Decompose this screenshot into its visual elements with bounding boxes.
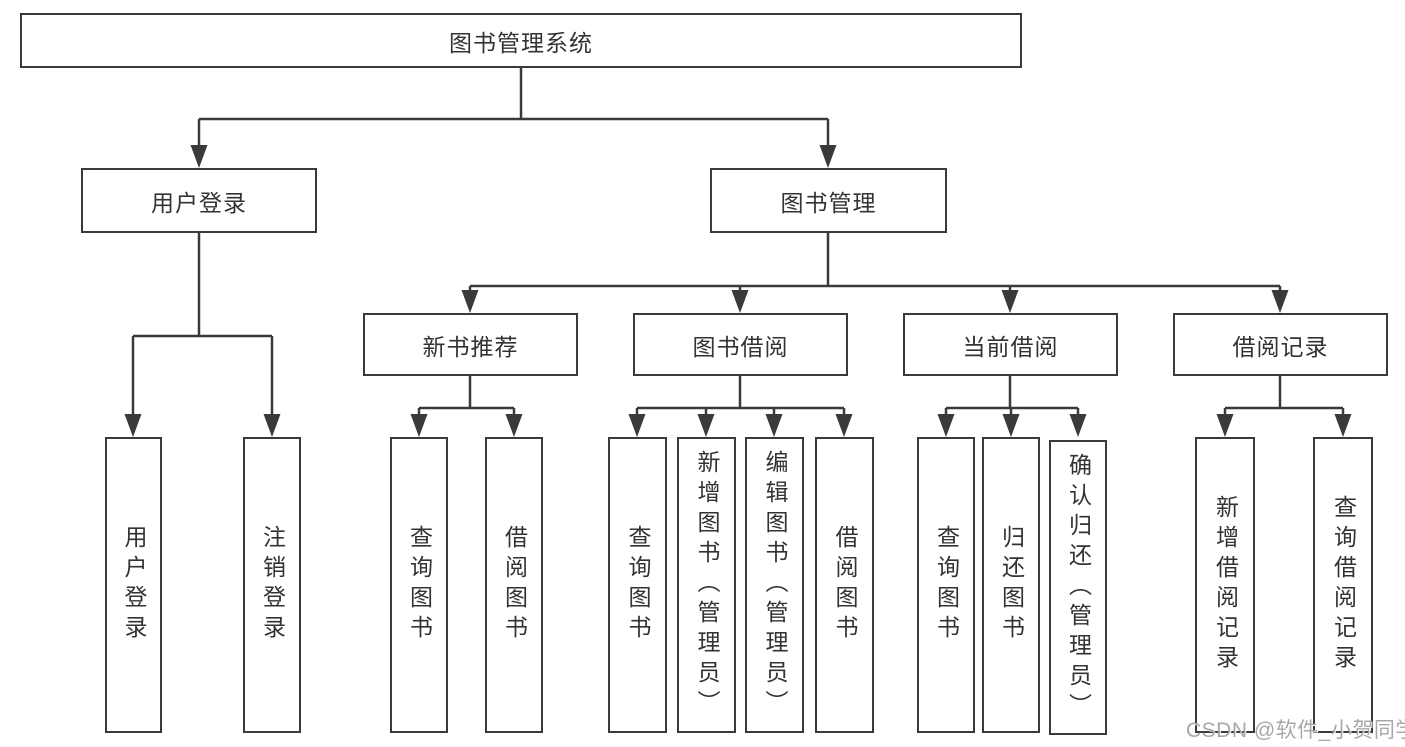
arrow-down-icon [1001, 290, 1019, 313]
arrowheads [124, 145, 1352, 437]
arrow-down-icon [1334, 414, 1352, 437]
leaf-borrow-books-recommend: 借阅图书 [485, 437, 543, 733]
arrow-down-icon [1216, 414, 1234, 437]
leaf-edit-books-admin: 编辑图书（管理员） [745, 437, 804, 733]
arrow-down-icon [731, 290, 749, 313]
node-book-borrowing: 图书借阅 [633, 313, 848, 376]
leaf-logout: 注销登录 [243, 437, 301, 733]
arrow-down-icon [937, 414, 955, 437]
leaf-confirm-return-admin: 确认归还（管理员） [1049, 440, 1107, 735]
leaf-borrow-books: 借阅图书 [815, 437, 874, 733]
leaf-query-borrow-record: 查询借阅记录 [1313, 437, 1373, 733]
arrow-down-icon [1271, 290, 1289, 313]
csdn-watermark: CSDN @软件_小贺同学 [1186, 719, 1405, 742]
arrow-down-icon [124, 414, 142, 437]
arrow-down-icon [461, 290, 479, 313]
arrow-down-icon [190, 145, 208, 168]
arrow-down-icon [410, 414, 428, 437]
leaf-user-login: 用户登录 [105, 437, 162, 733]
node-new-book-recommendation: 新书推荐 [363, 313, 578, 376]
leaf-add-borrow-record: 新增借阅记录 [1195, 437, 1255, 733]
node-borrowing-records: 借阅记录 [1173, 313, 1388, 376]
leaf-query-books-borrowing: 查询图书 [608, 437, 667, 733]
leaf-add-books-admin: 新增图书（管理员） [677, 437, 736, 733]
leaf-return-books: 归还图书 [982, 437, 1040, 733]
node-current-borrowing: 当前借阅 [903, 313, 1118, 376]
arrow-down-icon [819, 145, 837, 168]
arrow-down-icon [697, 414, 715, 437]
arrow-down-icon [765, 414, 783, 437]
arrow-down-icon [1002, 414, 1020, 437]
arrow-down-icon [628, 414, 646, 437]
arrow-down-icon [505, 414, 523, 437]
node-book-management-module: 图书管理 [710, 168, 947, 233]
arrow-down-icon [835, 414, 853, 437]
tree-edges [131, 66, 1345, 416]
arrow-down-icon [263, 414, 281, 437]
arrow-down-icon [1069, 414, 1087, 437]
node-library-management-system: 图书管理系统 [20, 13, 1022, 68]
node-user-login-module: 用户登录 [81, 168, 317, 233]
leaf-query-books-recommend: 查询图书 [390, 437, 448, 733]
leaf-query-books-current: 查询图书 [917, 437, 975, 733]
